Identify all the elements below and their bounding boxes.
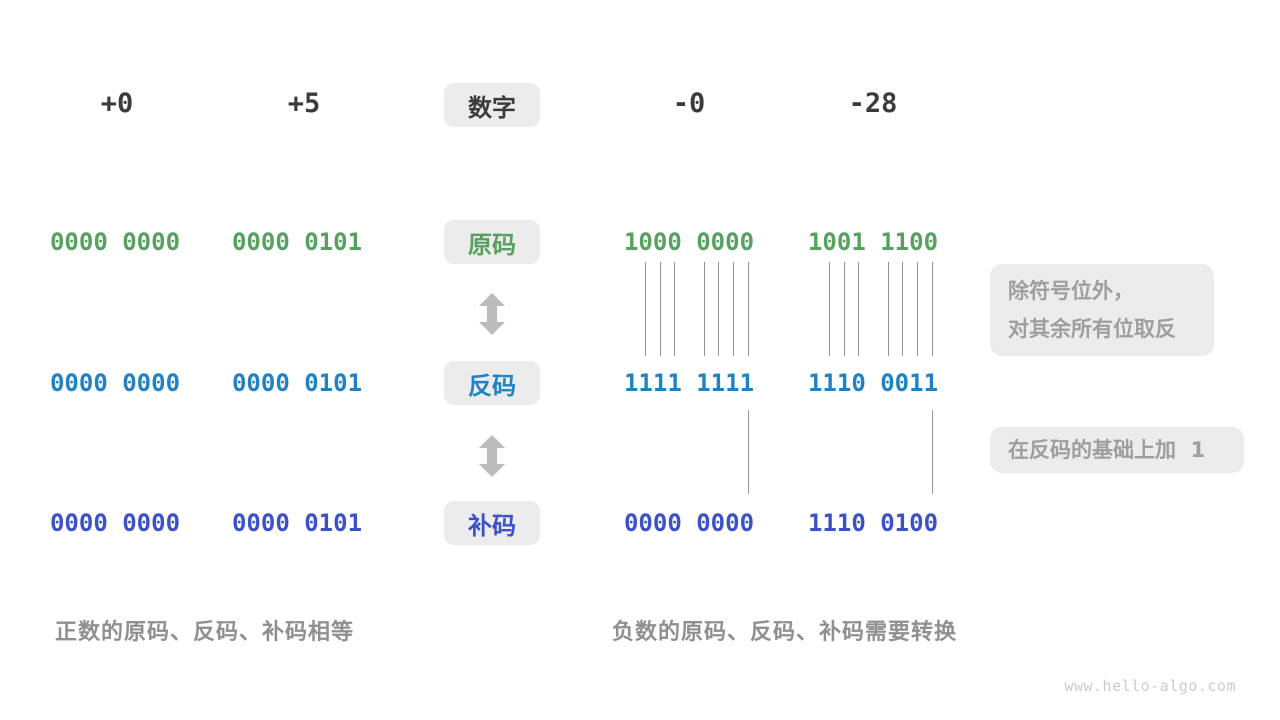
binary-ones-minus28: 1110 0011 [807, 369, 939, 397]
bit-flip-line [704, 262, 705, 356]
tag-ones-complement: 反码 [444, 361, 540, 405]
add-one-line [748, 410, 749, 494]
note-invert-line2: 对其余所有位取反 [1008, 317, 1176, 341]
bit-flip-line [645, 262, 646, 356]
add-one-line [932, 410, 933, 494]
bit-flip-line [674, 262, 675, 356]
binary-sign-plus5: 0000 0101 [231, 228, 363, 256]
binary-sign-plus0: 0000 0000 [49, 228, 181, 256]
bit-flip-line [748, 262, 749, 356]
note-add-one-line1: 在反码的基础上加 1 [1008, 438, 1206, 462]
bit-flip-line [844, 262, 845, 356]
note-invert-line1: 除符号位外， [1008, 279, 1134, 303]
binary-ones-plus0: 0000 0000 [49, 369, 181, 397]
bit-flip-line [733, 262, 734, 356]
binary-twos-minus28: 1110 0100 [807, 509, 939, 537]
tag-sign-magnitude: 原码 [444, 220, 540, 264]
header-number-plus0: +0 [100, 88, 134, 119]
updown-arrow-icon [479, 435, 505, 481]
updown-arrow-icon [479, 293, 505, 339]
bit-flip-line [932, 262, 933, 356]
note-add-one: 在反码的基础上加 1 [990, 427, 1244, 473]
bit-flip-line [829, 262, 830, 356]
bit-flip-line [888, 262, 889, 356]
updown-arrow-glyph [479, 435, 505, 477]
caption-negative-numbers: 负数的原码、反码、补码需要转换 [612, 620, 958, 645]
tag-number: 数字 [444, 83, 540, 127]
bit-flip-line [917, 262, 918, 356]
header-number-minus28: -28 [848, 88, 898, 119]
binary-ones-minus0: 1111 1111 [623, 369, 755, 397]
binary-sign-minus0: 1000 0000 [623, 228, 755, 256]
binary-ones-plus5: 0000 0101 [231, 369, 363, 397]
header-number-plus5: +5 [287, 88, 321, 119]
header-number-minus0: -0 [672, 88, 706, 119]
binary-sign-minus28: 1001 1100 [807, 228, 939, 256]
caption-positive-numbers: 正数的原码、反码、补码相等 [55, 620, 355, 645]
bit-flip-line [660, 262, 661, 356]
bit-flip-line [718, 262, 719, 356]
binary-twos-plus0: 0000 0000 [49, 509, 181, 537]
binary-twos-plus5: 0000 0101 [231, 509, 363, 537]
bit-flip-line [858, 262, 859, 356]
bit-flip-line [902, 262, 903, 356]
updown-arrow-glyph [479, 293, 505, 335]
note-invert-bits: 除符号位外， 对其余所有位取反 [990, 264, 1214, 356]
tag-twos-complement: 补码 [444, 501, 540, 545]
site-watermark: www.hello-algo.com [1064, 677, 1236, 695]
binary-twos-minus0: 0000 0000 [623, 509, 755, 537]
